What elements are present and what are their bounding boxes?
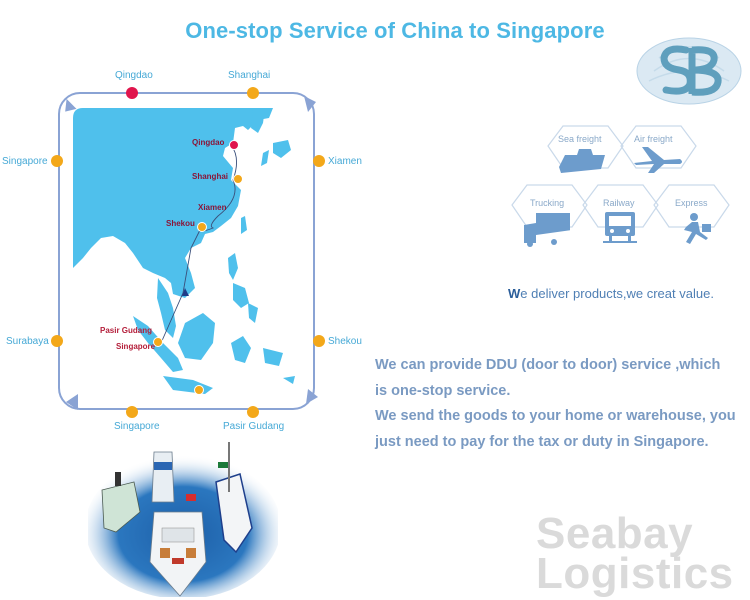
map-label-shanghai: Shanghai [192,172,229,181]
slogan: We deliver products,we creat value. [508,286,714,301]
map-label-qingdao: Qingdao [192,138,225,147]
service-label-sea-freight: Sea freight [558,134,602,144]
brand-line-2: Logistics [536,549,734,598]
route-arrows-icon [65,96,318,410]
seabay-logo-icon [636,37,742,105]
outer-port-shekou-dot [313,335,325,347]
map-port-surabaya-dot [194,385,204,395]
outer-port-singapore-dot [51,155,63,167]
description-line: is one-stop service. [375,382,511,399]
service-description: We can provide DDU (door to door) servic… [375,353,736,455]
outer-port-qingdao-dot [126,87,138,99]
service-label-express: Express [675,198,708,208]
outer-port-label: Qingdao [115,70,153,81]
outer-port-singapore-dot [126,406,138,418]
map-label-xiamen: Xiamen [198,203,227,212]
service-label-air-freight: Air freight [634,134,673,144]
ship-icon [559,149,605,173]
route-loop-frame [58,92,315,410]
map-port-shanghai-dot [233,174,243,184]
outer-port-shanghai-dot [247,87,259,99]
outer-port-label: Singapore [114,421,160,432]
map-port-qingdao-dot [229,140,239,150]
train-icon [603,212,637,243]
service-label-railway: Railway [603,198,635,208]
service-label-trucking: Trucking [530,198,565,208]
outer-port-label: Singapore [2,156,48,167]
outer-port-label: Xiamen [328,156,362,167]
ships-illustration [88,442,278,597]
slogan-text: e deliver products,we creat value. [520,286,714,301]
airplane-icon [634,147,682,173]
slogan-initial: W [508,286,521,301]
brand-line-1: Seabay [536,509,694,558]
map-label-singapore: Singapore [116,342,156,351]
southeast-asia-map [73,108,295,394]
brand-watermark: Seabay Logistics [536,509,734,598]
outer-port-xiamen-dot [313,155,325,167]
outer-port-surabaya-dot [51,335,63,347]
services-hexagons [511,125,730,228]
outer-port-label: Shekou [328,336,362,347]
courier-icon [684,213,711,244]
map-label-shekou: Shekou [166,219,195,228]
outer-port-pasir-gudang-dot [247,406,259,418]
outer-port-label: Surabaya [6,336,49,347]
map-port-singapore-dot [153,337,163,347]
map-port-shekou-dot [197,222,207,232]
page-title: One-stop Service of China to Singapore [185,18,605,43]
outer-port-label: Pasir Gudang [223,421,285,432]
outer-port-label: Shanghai [228,70,271,81]
description-line: We send the goods to your home or wareho… [375,408,736,424]
description-line: just need to pay for the tax or duty in … [375,433,709,450]
map-label-pasir-gudang: Pasir Gudang [100,326,153,335]
description-line: We can provide DDU (door to door) servic… [375,357,721,373]
truck-icon [524,213,570,247]
